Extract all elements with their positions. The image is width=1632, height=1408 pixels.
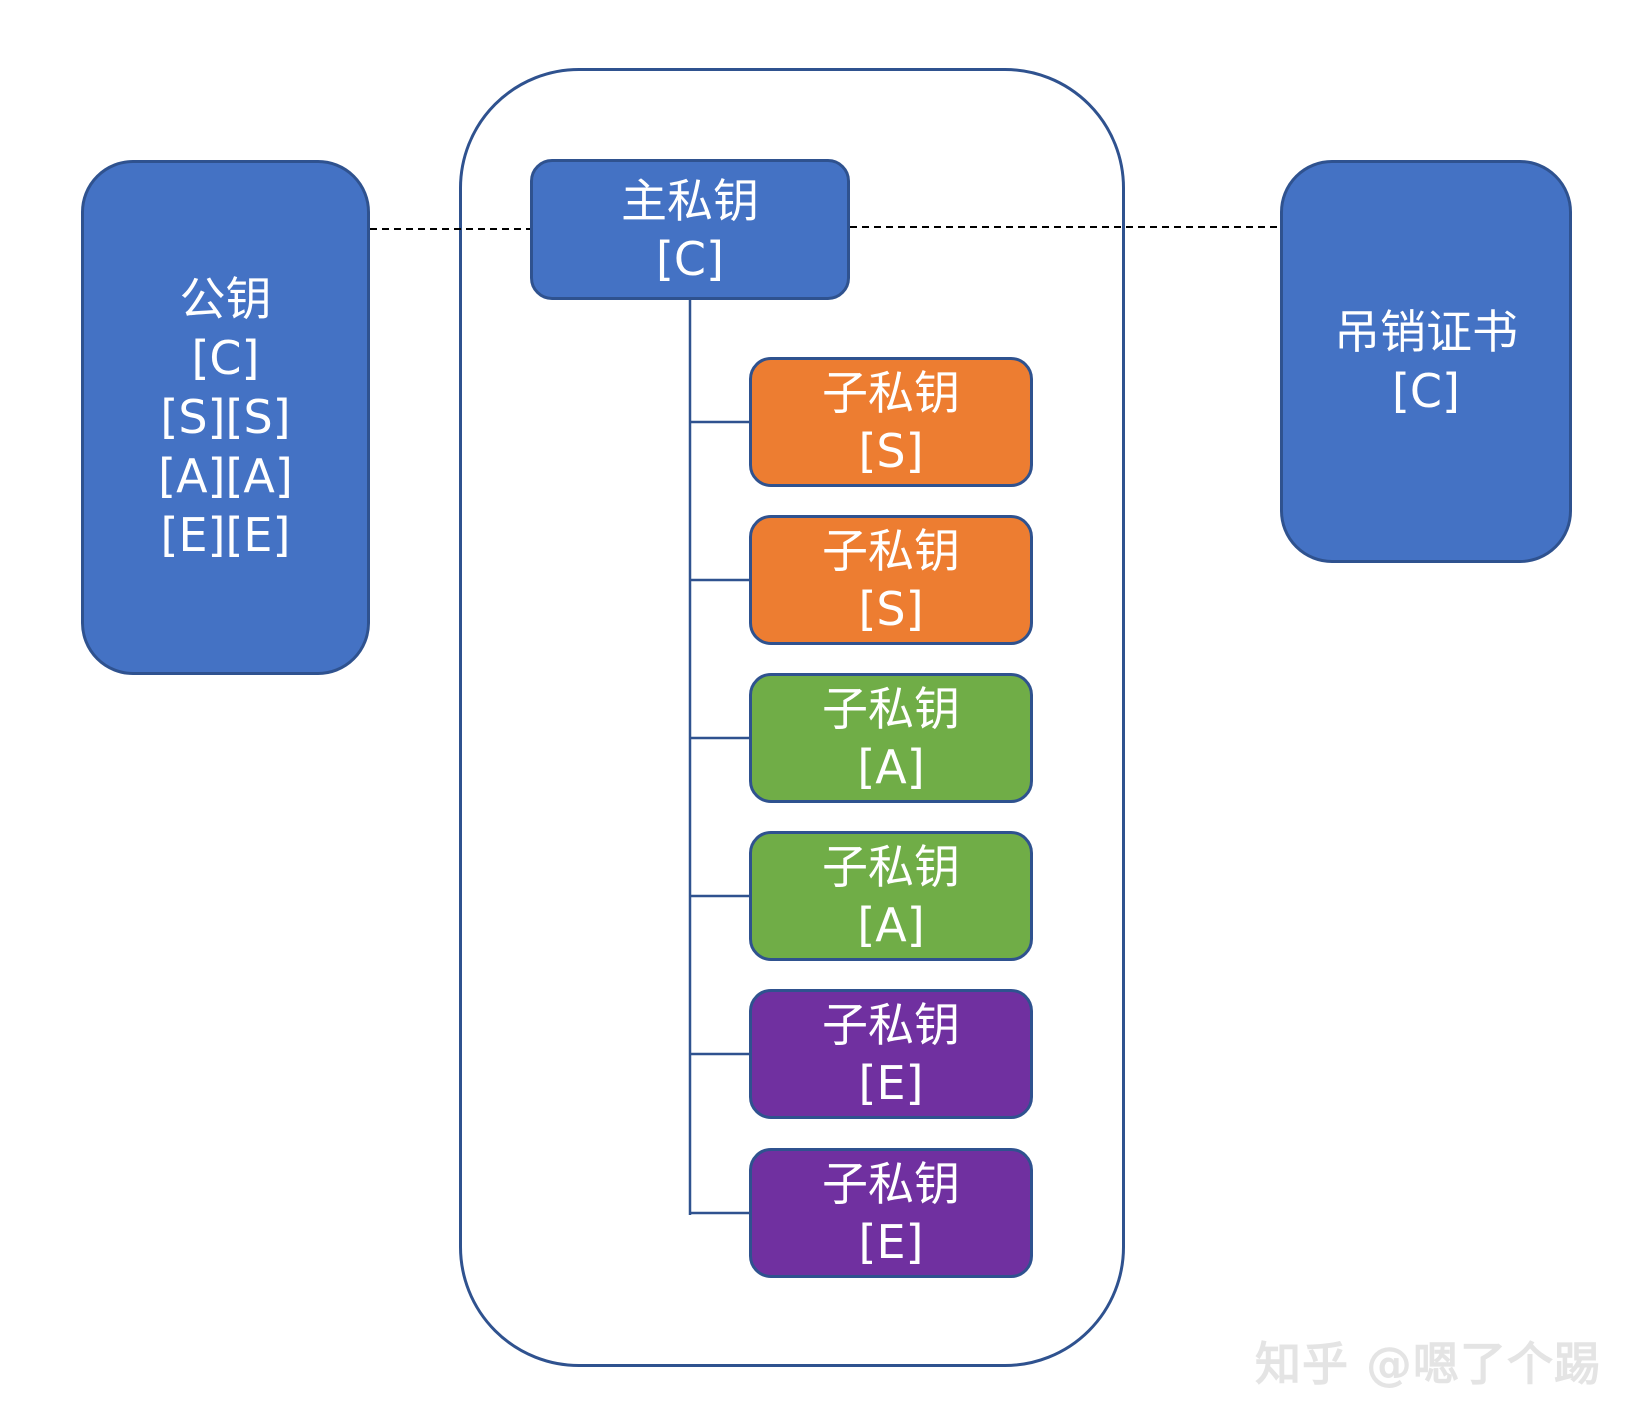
subkey-tag: [S] [858, 424, 924, 478]
subkey-box-5: 子私钥 [E] [749, 989, 1033, 1119]
master-key-box: 主私钥 [C] [530, 159, 850, 300]
public-key-box: 公钥 [C] [S][S] [A][A] [E][E] [81, 160, 370, 675]
subkey-box-6: 子私钥 [E] [749, 1148, 1033, 1278]
public-key-tag-c: [C] [191, 331, 260, 385]
revocation-certificate-title: 吊销证书 [1334, 304, 1518, 359]
subkey-tag: [E] [858, 1056, 924, 1110]
subkey-tag: [A] [857, 740, 925, 794]
revocation-certificate-box: 吊销证书 [C] [1280, 160, 1572, 563]
public-key-tag-a: [A][A] [158, 449, 293, 503]
subkey-tag: [E] [858, 1215, 924, 1269]
public-key-title: 公钥 [179, 272, 272, 326]
revocation-certificate-tag: [C] [1391, 363, 1460, 418]
subkey-title: 子私钥 [822, 1157, 960, 1211]
subkey-box-2: 子私钥 [S] [749, 515, 1033, 645]
subkey-title: 子私钥 [822, 366, 960, 420]
subkey-tag: [A] [857, 898, 925, 952]
subkey-title: 子私钥 [822, 524, 960, 578]
subkey-box-4: 子私钥 [A] [749, 831, 1033, 961]
watermark-text: 知乎 @嗯了个踢 [1255, 1337, 1602, 1391]
subkey-box-1: 子私钥 [S] [749, 357, 1033, 487]
subkey-tag: [S] [858, 582, 924, 636]
subkey-title: 子私钥 [822, 682, 960, 736]
subkey-title: 子私钥 [822, 998, 960, 1052]
master-key-title: 主私钥 [621, 173, 759, 228]
subkey-box-3: 子私钥 [A] [749, 673, 1033, 803]
subkey-title: 子私钥 [822, 840, 960, 894]
public-key-tag-s: [S][S] [160, 390, 291, 444]
public-key-tag-e: [E][E] [160, 508, 291, 562]
master-key-tag: [C] [655, 231, 724, 286]
